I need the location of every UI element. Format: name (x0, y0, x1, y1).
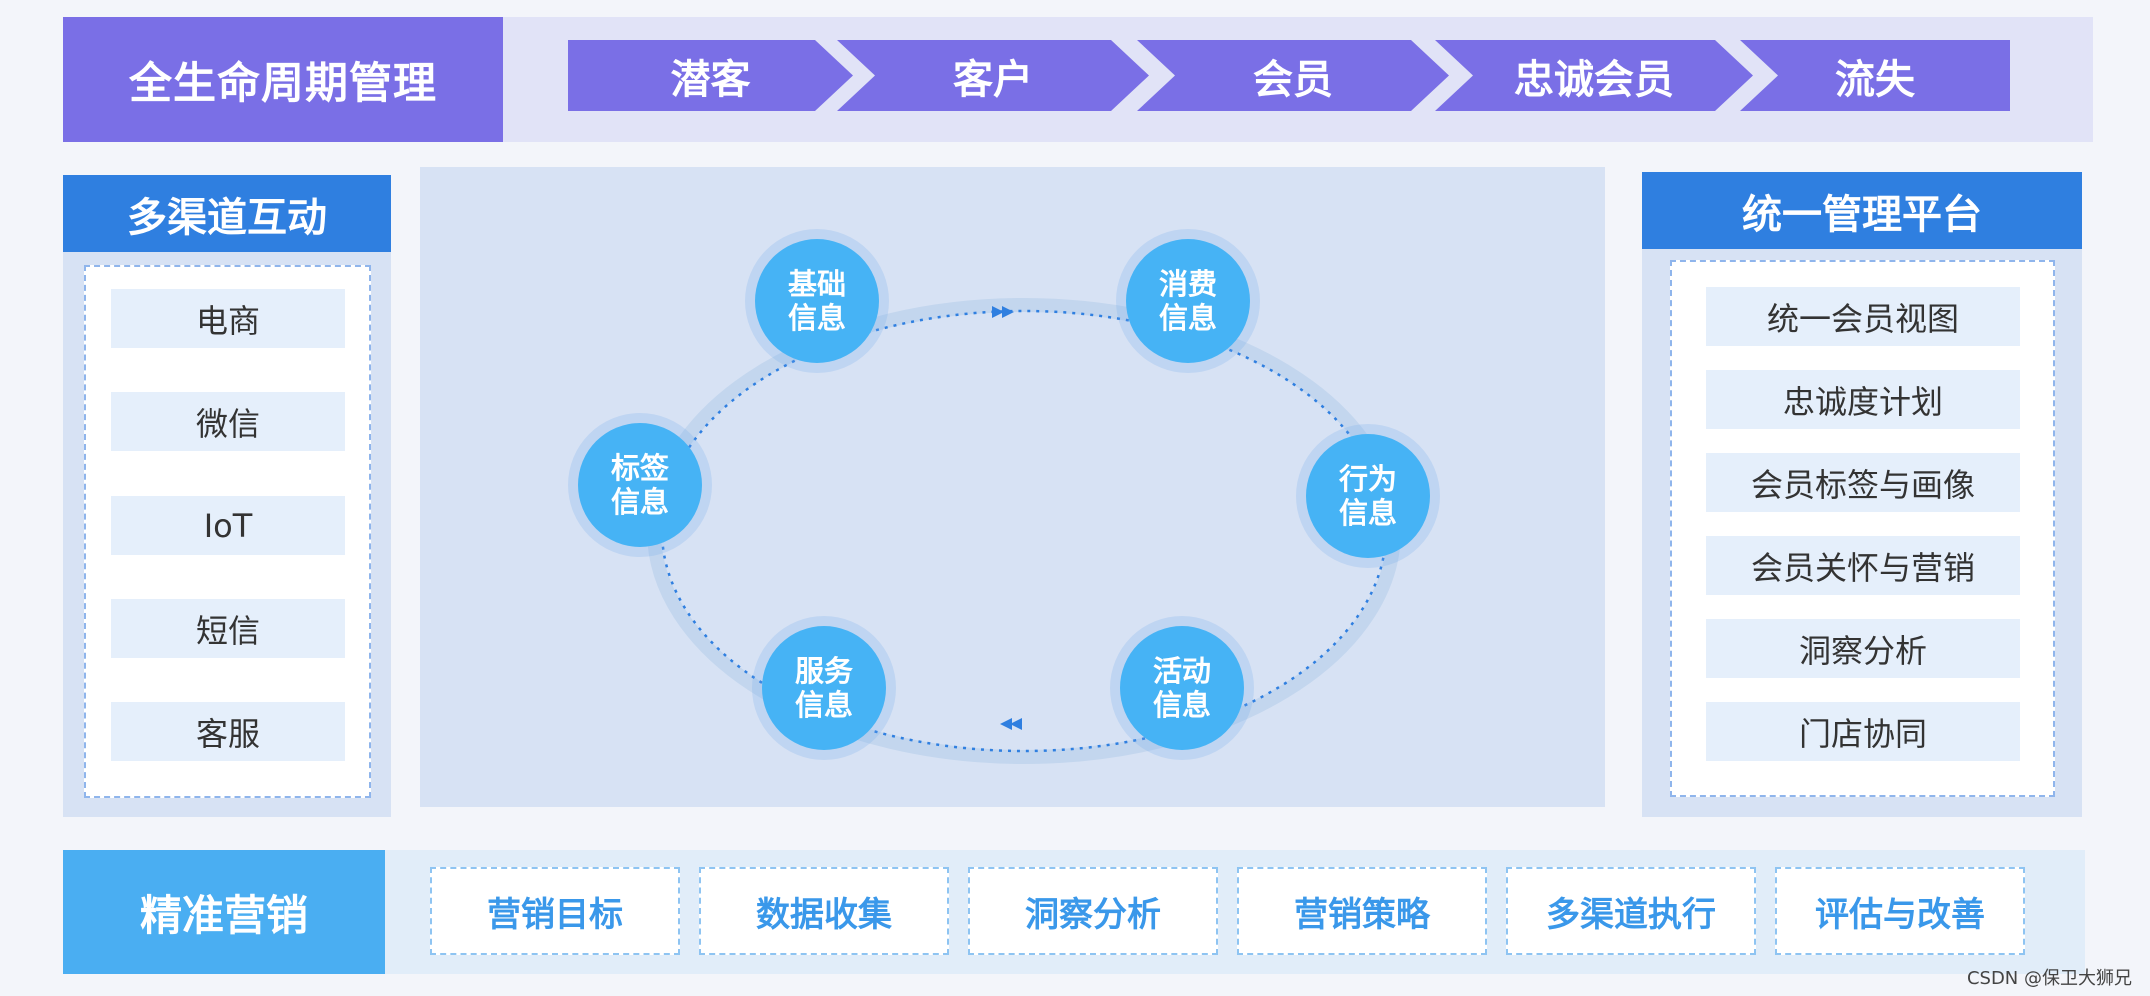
channel-item: IoT (111, 496, 345, 555)
ring-arrow-top (992, 306, 1014, 318)
stage-customer: 客户 (837, 40, 1149, 111)
stage-member: 会员 (1137, 40, 1449, 111)
channel-item: 客服 (111, 702, 345, 761)
marketing-title: 精准营销 (63, 850, 385, 974)
marketing-step: 洞察分析 (968, 867, 1218, 955)
node-tag-info: 标签信息 (578, 423, 702, 547)
platform-item: 忠诚度计划 (1706, 370, 2020, 429)
left-panel-title: 多渠道互动 (63, 175, 391, 252)
marketing-step: 营销目标 (430, 867, 680, 955)
stage-loyal-member: 忠诚会员 (1435, 40, 1753, 111)
stage-churn: 流失 (1740, 40, 2010, 111)
channel-item: 微信 (111, 392, 345, 451)
node-consumption-info: 消费信息 (1126, 239, 1250, 363)
marketing-step: 评估与改善 (1775, 867, 2025, 955)
watermark: CSDN @保卫大狮兄 (1966, 968, 2132, 989)
platform-item: 洞察分析 (1706, 619, 2020, 678)
node-basic-info: 基础信息 (755, 239, 879, 363)
node-service-info: 服务信息 (762, 626, 886, 750)
ring-arrow-bottom (1000, 718, 1022, 730)
platform-item: 门店协同 (1706, 702, 2020, 761)
platform-item: 统一会员视图 (1706, 287, 2020, 346)
right-panel-title: 统一管理平台 (1642, 172, 2082, 249)
marketing-step: 营销策略 (1237, 867, 1487, 955)
marketing-step: 多渠道执行 (1506, 867, 1756, 955)
channel-item: 电商 (111, 289, 345, 348)
stage-prospect: 潜客 (568, 40, 853, 111)
channel-item: 短信 (111, 599, 345, 658)
platform-item: 会员标签与画像 (1706, 453, 2020, 512)
lifecycle-title: 全生命周期管理 (63, 17, 503, 142)
node-behavior-info: 行为信息 (1306, 434, 1430, 558)
node-activity-info: 活动信息 (1120, 626, 1244, 750)
marketing-step: 数据收集 (699, 867, 949, 955)
platform-item: 会员关怀与营销 (1706, 536, 2020, 595)
